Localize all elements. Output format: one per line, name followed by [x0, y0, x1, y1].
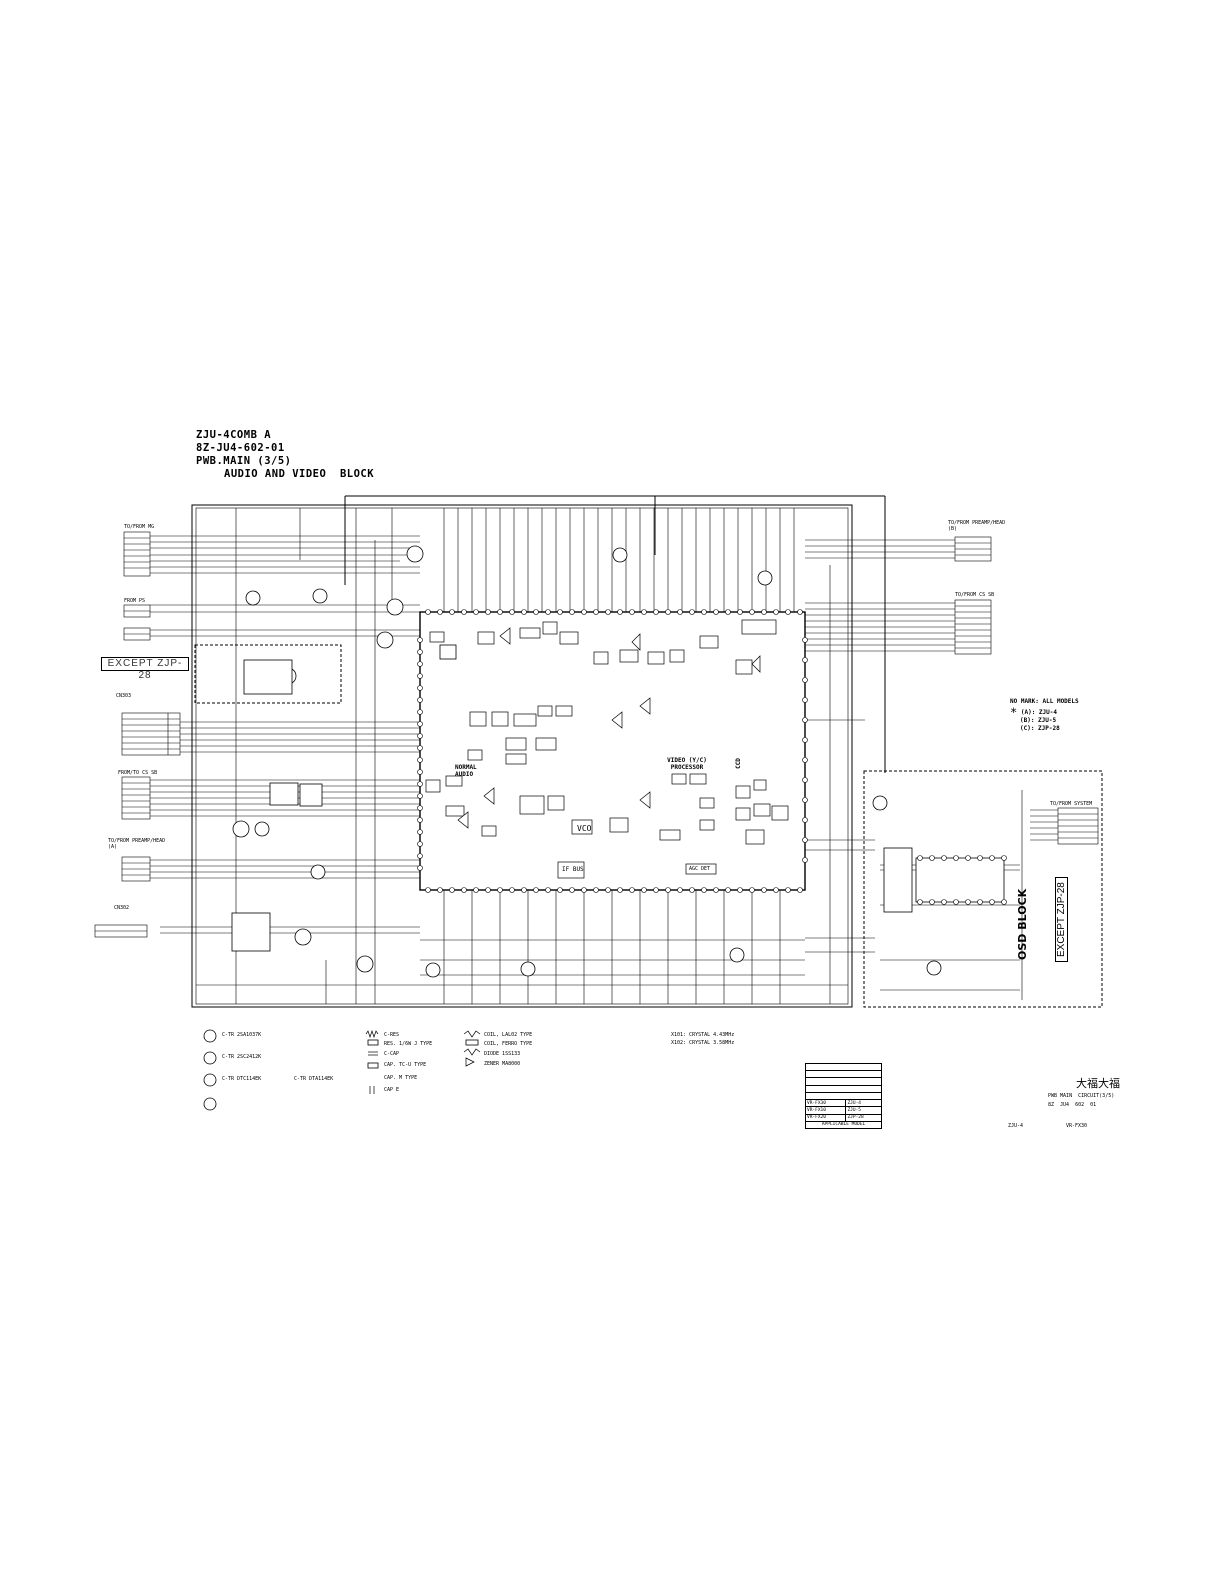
main-board-inner [195, 507, 849, 1005]
vco-label: VCO [577, 824, 592, 833]
legend-coil-2: COIL, FERRO TYPE [484, 1041, 533, 1047]
main-board-frame [191, 504, 853, 1008]
sheet-pwb: PWB.MAIN (3/5) [196, 455, 292, 467]
connector-header-ps: FROM PS [124, 598, 146, 604]
if-bus-label: IF BUS [562, 866, 584, 873]
star-mark-icon: ∗ [1010, 703, 1018, 717]
legend-transistor-4: C-TR DTA114EK [294, 1076, 334, 1082]
legend-resistor: C-RES [384, 1032, 400, 1038]
connector-header-system: TO/FROM SYSTEM [1050, 801, 1093, 807]
osd-except-label: EXCEPT ZJP-28 [1055, 877, 1068, 962]
legend-coil-1: COIL, LAL02 TYPE [484, 1032, 533, 1038]
legend-diode: DIODE 1SS133 [484, 1051, 521, 1057]
legend-resistor-2: RES. 1/6W J TYPE [384, 1041, 433, 1047]
connector-header-cn302: CN302 [114, 905, 130, 911]
sheet-block-name: AUDIO AND VIDEO BLOCK [224, 468, 375, 480]
maker-logo: 大福大福 [1076, 1077, 1120, 1090]
legend-transistor-3: C-TR DTC114EK [222, 1076, 262, 1082]
osd-block-frame [863, 770, 1103, 1008]
except-subblock-frame [194, 644, 342, 704]
note-c: (C): ZJP-28 [1020, 725, 1060, 732]
except-zjp28-label: EXCEPT ZJP-28 [101, 657, 189, 681]
legend-cap-4: CAP E [384, 1087, 400, 1093]
connector-header-cssb-right: TO/FROM CS SB [955, 592, 995, 598]
legend-cap-2: CAP. TC-U TYPE [384, 1062, 427, 1068]
note-b: (B): ZJU-5 [1020, 717, 1057, 724]
legend-xtal-2: X102: CRYSTAL 3.58MHz [671, 1040, 735, 1046]
legend-transistor-1: C-TR 2SA1037K [222, 1032, 262, 1038]
footer-code: ZJU-4 [1008, 1123, 1024, 1129]
model-mark-notes: NO MARK: ALL MODELS ∗ (A): ZJU-4 (B): ZJ… [1010, 698, 1079, 733]
agc-det-label: AGC DET [689, 866, 711, 872]
pwb-title-small: PWB MAIN CIRCUIT(3/5) 8Z JU4 602 01 [1048, 1092, 1114, 1110]
legend-transistor-2: C-TR 2SC2412K [222, 1054, 262, 1060]
osd-block-label: OSD BLOCK [1016, 888, 1029, 960]
applicable-model-label: APPLICABLE MODEL [805, 1120, 882, 1130]
ccd-label: CCD [734, 758, 742, 769]
note-no-mark: NO MARK: ALL MODELS [1010, 698, 1079, 705]
model-b-code: ZJU-5 [845, 1106, 882, 1115]
model-c-code: ZJP-28 [845, 1113, 882, 1122]
legend-xtal-1: X101: CRYSTAL 4.43MHz [671, 1032, 735, 1038]
connector-header-mg: TO/FROM MG [124, 524, 155, 530]
model-a-code: ZJU-4 [845, 1099, 882, 1108]
note-a: (A): ZJU-4 [1020, 709, 1057, 716]
connector-header-cn303: CN303 [116, 693, 132, 699]
sheet-model: ZJU-4COMB A [196, 429, 272, 441]
connector-header-preamp-a: TO/FROM PREAMP/HEAD (A) [108, 838, 166, 850]
sheet-part-number: 8Z-JU4-602-01 [196, 442, 285, 454]
model-b-name: VR-FX10 [804, 1106, 847, 1115]
legend-cap-3: CAP. M TYPE [384, 1075, 418, 1081]
video-processor-label: VIDEO (Y/C) PROCESSOR [667, 757, 707, 771]
model-a-name: VR-FX30 [804, 1099, 847, 1108]
legend-cap: C-CAP [384, 1051, 400, 1057]
pwb-title-line1: PWB MAIN CIRCUIT(3/5) [1048, 1093, 1115, 1099]
legend-zener: ZENER MA8000 [484, 1061, 521, 1067]
main-ic-outline [419, 611, 806, 891]
pwb-title-line2: 8Z JU4 602 01 [1048, 1102, 1097, 1108]
sheet-title-block: ZJU-4COMB A 8Z-JU4-602-01 PWB.MAIN (3/5)… [196, 429, 374, 481]
connector-header-preamp-b: TO/FROM PREAMP/HEAD (B) [948, 520, 1006, 532]
footer-model: VR-FX30 [1066, 1123, 1088, 1129]
normal-audio-label: NORMAL AUDIO [455, 764, 477, 778]
connector-header-cssb-left: FROM/TO CS SB [118, 770, 158, 776]
model-c-name: VR-FX20 [804, 1113, 847, 1122]
